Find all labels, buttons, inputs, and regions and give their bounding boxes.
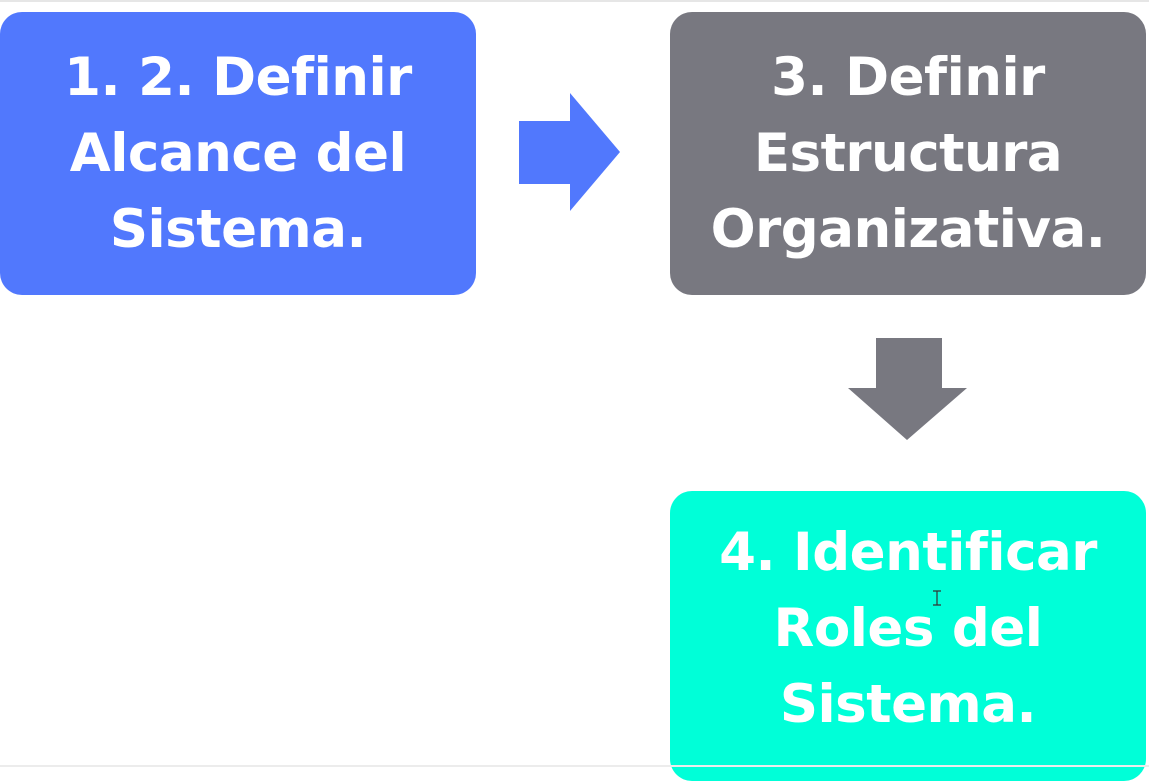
step-box-alcance[interactable]: 1. 2. Definir Alcance del Sistema. [0, 12, 476, 295]
arrow-down-icon [848, 338, 967, 440]
arrow-right-icon [519, 93, 620, 211]
text-cursor-icon [933, 590, 941, 606]
step-box-roles[interactable]: 4. Identificar Roles del Sistema. [670, 491, 1146, 781]
step-label: 3. Definir Estructura Organizativa. [710, 46, 1106, 260]
top-divider [0, 0, 1149, 2]
bottom-divider [0, 765, 1149, 767]
step-label: 4. Identificar Roles del Sistema. [719, 522, 1097, 735]
step-label: 1. 2. Definir Alcance del Sistema. [64, 46, 412, 260]
step-box-estructura[interactable]: 3. Definir Estructura Organizativa. [670, 12, 1146, 295]
